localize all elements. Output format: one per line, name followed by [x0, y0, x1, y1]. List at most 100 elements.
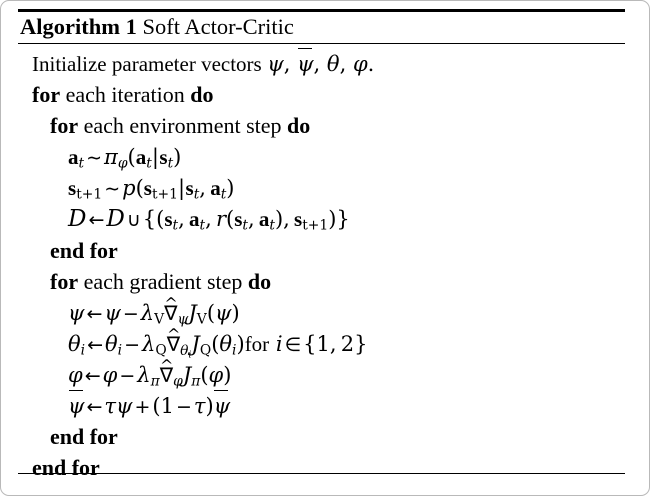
algorithm-line-2: for each iteration do	[1, 79, 649, 110]
keyword-do-2: do	[287, 113, 311, 139]
rparen-1: )	[173, 145, 182, 170]
symbol-psi: ψ	[267, 52, 284, 76]
keyword-end-for-3: end for	[32, 455, 100, 481]
symbol-i-index: i	[275, 331, 283, 356]
symbol-psi-bar-2: ψ	[214, 389, 230, 422]
subscript-i-3: i	[188, 350, 192, 361]
symbol-phi-1: φ	[68, 362, 83, 387]
symbol-psi-bar: ψ	[297, 47, 314, 80]
comma-6: ,	[205, 207, 212, 232]
vector-s-4: s	[164, 207, 173, 232]
symbol-psi-2: ψ	[104, 300, 121, 325]
lparen-7: (	[200, 362, 209, 387]
algorithm-line-1: Initialize parameter vectors ψ, ψ, θ, φ.	[1, 47, 649, 79]
keyword-end-for-2: end for	[50, 424, 118, 450]
title-separator-rule	[18, 43, 625, 45]
symbol-phi-2: φ	[102, 362, 118, 387]
subscript-pi-2: π	[191, 373, 201, 390]
mid-bar-2: |	[177, 176, 186, 201]
line-1-math: ψ, ψ, θ, φ.	[267, 47, 374, 76]
keyword-for-1: for	[32, 82, 61, 108]
lparen-4: (	[226, 207, 235, 232]
vector-s-3: s	[185, 176, 194, 201]
number-one-2: 1	[160, 394, 174, 419]
line-10-for-text: for	[244, 331, 270, 356]
subscript-V-1: V	[154, 311, 165, 328]
symbol-pi: π	[104, 145, 118, 170]
vector-a-5: a	[258, 207, 270, 232]
operator-in: ∈	[284, 333, 302, 356]
subscript-t: t	[78, 156, 85, 173]
top-rule	[18, 9, 625, 12]
symbol-theta: θ	[326, 52, 340, 76]
symbol-tau-1: τ	[104, 394, 117, 419]
lparen-1: (	[127, 145, 136, 170]
operator-gets-5: ←	[86, 396, 103, 419]
line-2-text: each iteration	[65, 82, 185, 108]
subscript-phi-1: φ	[173, 373, 183, 390]
rparen-5: )	[231, 300, 240, 325]
operator-gets-4: ←	[84, 364, 101, 387]
comma-2: ,	[313, 52, 321, 76]
subscript-pi-1: π	[150, 373, 160, 390]
rparen-8: )	[205, 394, 214, 419]
calligraphic-d-1: D	[68, 206, 87, 233]
lparen-5: (	[206, 300, 216, 325]
line-3-text: each environment step	[83, 113, 282, 139]
subscript-t-3: t	[167, 156, 174, 173]
keyword-end-for-1: end for	[50, 237, 118, 263]
comma-3: ,	[339, 52, 347, 76]
symbol-theta-3: θ	[219, 331, 233, 356]
lparen-3: (	[156, 207, 165, 232]
line-6-math: D←D∪{(st, at, r(st, at), st+1)}	[68, 206, 350, 235]
comma-4: ,	[199, 176, 206, 201]
subscript-t-7: t	[199, 218, 206, 235]
algorithm-line-11: φ←φ−λπ∇φJπ(φ)	[1, 359, 649, 390]
vector-a-3: a	[210, 176, 221, 201]
number-two: 2	[340, 331, 355, 356]
comma-1: ,	[283, 52, 291, 76]
mid-bar-1: |	[151, 145, 160, 170]
rbrace-1: }	[336, 207, 350, 232]
keyword-do-3: do	[247, 268, 272, 294]
algorithm-name-label: Soft Actor-Critic	[142, 14, 294, 39]
comma-9: ,	[329, 331, 337, 356]
line-11-math: φ←φ−λπ∇φJπ(φ)	[68, 362, 231, 390]
operator-gets-3: ←	[87, 333, 104, 356]
symbol-lambda-2: λ	[142, 331, 156, 356]
operator-plus: +	[134, 396, 151, 419]
vector-s-1: s	[68, 176, 77, 201]
rparen-3: )	[274, 207, 284, 232]
operator-minus-2: −	[124, 333, 141, 356]
comma-8: ,	[283, 207, 290, 232]
algorithm-body: Initialize parameter vectors ψ, ψ, θ, φ.…	[1, 47, 649, 483]
subscript-phi: φ	[117, 156, 128, 173]
algorithm-line-14: end for	[1, 452, 649, 483]
function-J-1: J	[188, 300, 197, 325]
function-r: r	[215, 207, 226, 232]
symbol-psi-bar-1: ψ	[68, 389, 84, 422]
subscript-t-plus-1-c: t+1	[302, 218, 329, 235]
comma-5: ,	[178, 207, 185, 232]
subscript-i-4: i	[232, 342, 237, 359]
symbol-theta-2: θ	[105, 331, 118, 356]
algorithm-number-label: Algorithm 1	[20, 14, 137, 39]
line-4-math: at∼πφ(at|st)	[68, 145, 182, 173]
subscript-t-5: t	[220, 187, 227, 204]
symbol-psi-3: ψ	[215, 300, 232, 325]
vector-a-4: a	[188, 207, 200, 232]
algorithm-line-3: for each environment step do	[1, 110, 649, 141]
vector-s-5: s	[234, 207, 243, 232]
subscript-i-2: i	[117, 342, 123, 359]
subscript-psi-1: ψ	[177, 311, 189, 328]
symbol-theta-1: θ	[68, 331, 81, 356]
subscript-t-plus-1-b: t+1	[151, 187, 178, 204]
keyword-for-2: for	[50, 113, 79, 139]
vector-a-2: a	[135, 145, 147, 170]
subscript-t-plus-1: t+1	[76, 187, 103, 204]
nabla-hat-3: ∇	[160, 360, 173, 391]
line-8-text: each gradient step	[83, 268, 243, 294]
bottom-rule	[18, 472, 625, 474]
vector-a: a	[68, 145, 79, 170]
